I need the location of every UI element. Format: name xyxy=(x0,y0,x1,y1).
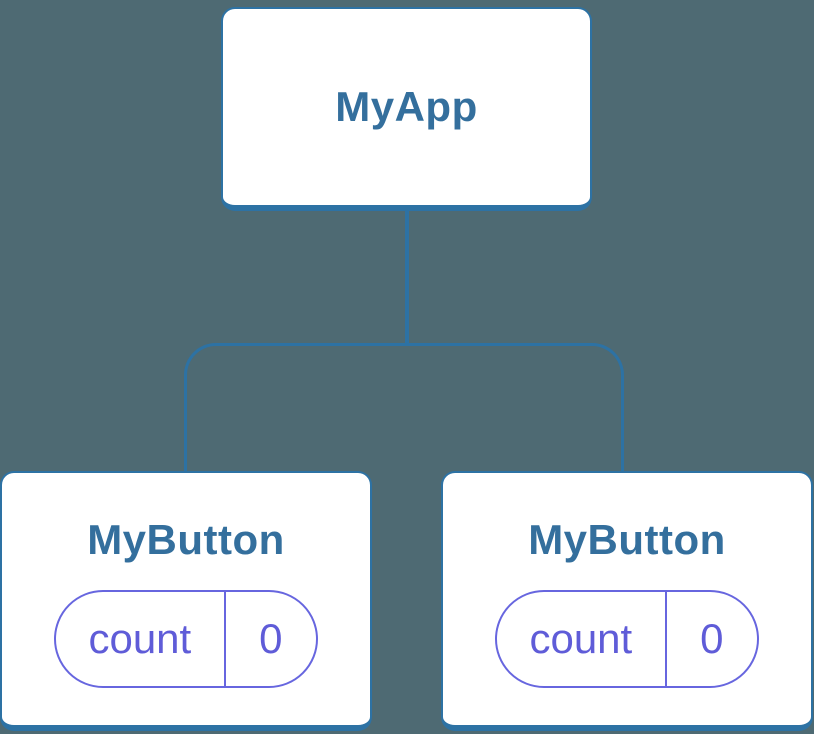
state-value-label: 0 xyxy=(700,615,724,662)
branch-bracket-line xyxy=(184,343,624,472)
child-component-title: MyButton xyxy=(87,516,285,563)
state-key-cell: count xyxy=(497,592,667,686)
state-key-cell: count xyxy=(56,592,226,686)
root-component-card: MyApp xyxy=(221,7,592,211)
child-component-title: MyButton xyxy=(528,516,726,563)
state-key-label: count xyxy=(529,615,633,662)
state-pill: count 0 xyxy=(54,590,318,688)
child-component-card-left: MyButton count 0 xyxy=(0,471,372,731)
root-connector-line xyxy=(405,209,409,346)
state-value-label: 0 xyxy=(259,615,283,662)
root-component-title: MyApp xyxy=(335,83,478,130)
state-key-label: count xyxy=(88,615,192,662)
child-component-card-right: MyButton count 0 xyxy=(441,471,813,731)
state-value-cell: 0 xyxy=(226,592,316,686)
state-value-cell: 0 xyxy=(667,592,757,686)
state-pill: count 0 xyxy=(495,590,759,688)
